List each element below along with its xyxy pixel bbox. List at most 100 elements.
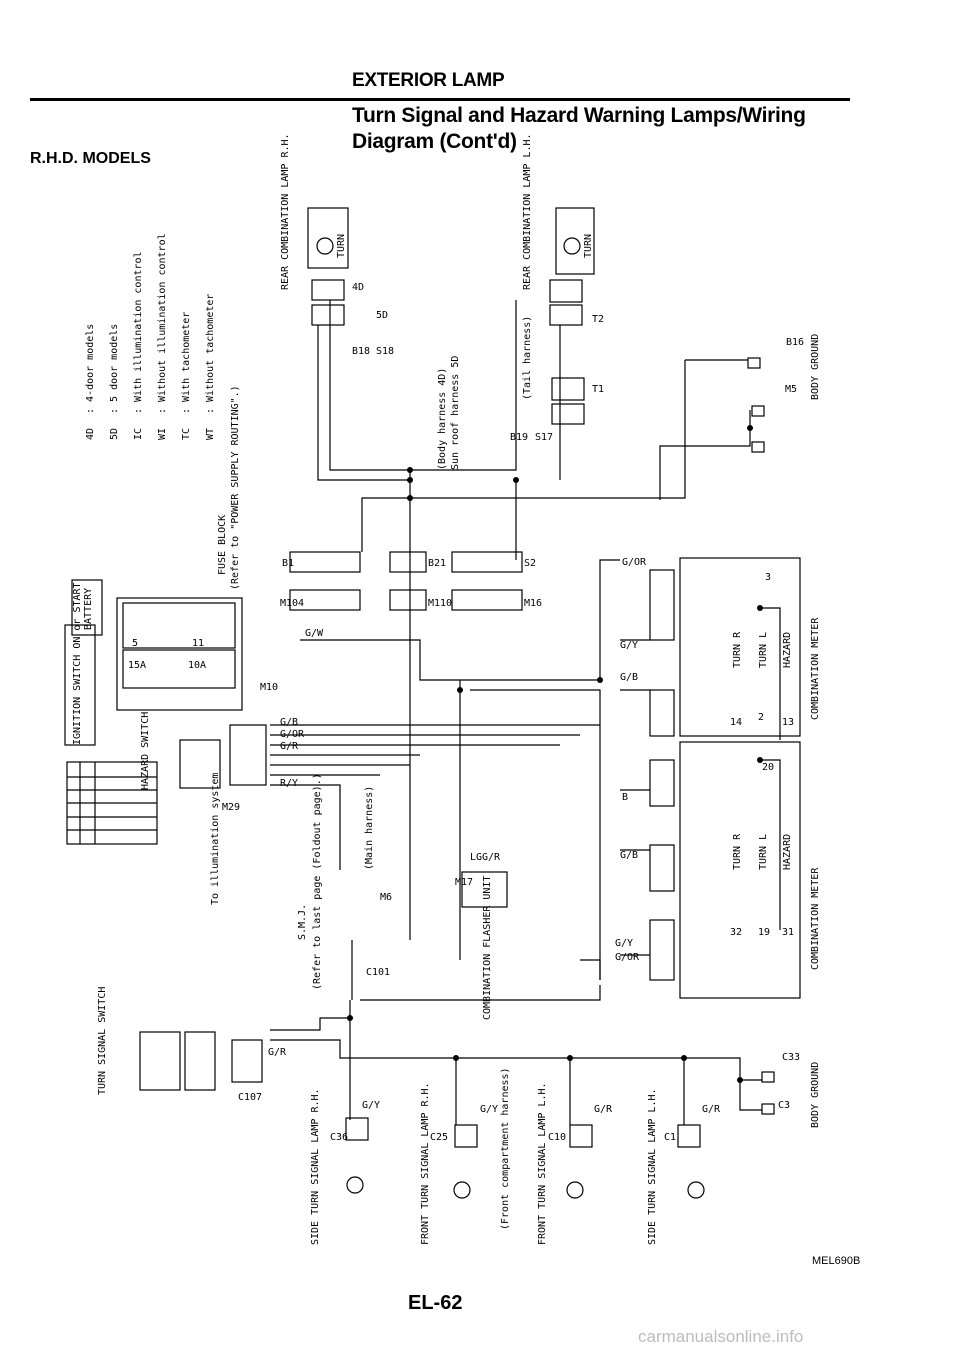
connector-c10: C10 <box>548 1132 566 1143</box>
wire-r-y-hazard: R/Y <box>280 778 298 789</box>
figure-code: MEL690B <box>812 1255 861 1267</box>
rear-lamp-lh-box <box>555 207 595 275</box>
legend: 4D : 4-door models 5D : 5 door models IC… <box>85 233 216 440</box>
legend-text-wt: : Without tachometer <box>205 294 216 414</box>
page-title: Turn Signal and Hazard Warning Lamps/Wir… <box>352 103 806 155</box>
fuse-block <box>116 597 243 711</box>
front-turn-lh-label: FRONT TURN SIGNAL LAMP L.H. <box>537 1082 548 1245</box>
turn-signal-switch-table <box>139 1031 181 1091</box>
meter-ic-hazard: HAZARD <box>782 834 793 870</box>
ignition-label: IGNITION SWITCH ON or START <box>72 582 83 745</box>
legend-code-5d: 5D <box>109 428 120 440</box>
body-harness-label: (Body harness 4D) <box>437 368 448 470</box>
legend-text-tc: : With tachometer <box>181 312 192 414</box>
terminal-ic-20: 20 <box>762 762 774 773</box>
legend-code-tc: TC <box>181 428 192 440</box>
rear-lamp-rh-turn: TURN <box>336 234 347 258</box>
legend-text-wi: : Without illumination control <box>157 233 168 414</box>
flasher-unit-box <box>461 871 508 908</box>
wire-g-r-switch: G/R <box>268 1047 287 1058</box>
connector-s2: S2 <box>524 558 536 569</box>
front-turn-rh-label: FRONT TURN SIGNAL LAMP R.H. <box>420 1082 431 1245</box>
combination-meter-wt-box <box>679 557 801 737</box>
connector-m5: M5 <box>785 384 797 395</box>
watermark: carmanualsonline.info <box>638 1327 804 1346</box>
connector-c3: C3 <box>778 1100 790 1111</box>
side-turn-lh-label: SIDE TURN SIGNAL LAMP L.H. <box>647 1088 658 1245</box>
connector-m10: M10 <box>260 682 278 693</box>
connector-b18: B18 <box>352 346 370 357</box>
wire-b-meter: B <box>622 792 628 803</box>
header-rule <box>30 98 850 101</box>
hazard-switch-label: HAZARD SWITCH <box>140 712 151 790</box>
flasher-label: COMBINATION FLASHER UNIT <box>482 876 493 1021</box>
battery-label: BATTERY <box>83 588 94 630</box>
legend-code-ic: IC <box>133 428 144 440</box>
connector-b1: B1 <box>282 558 294 569</box>
meter-wt-hazard: HAZARD <box>782 632 793 668</box>
connector-4d-rh: 4D <box>352 282 364 293</box>
rear-lamp-rh-label: REAR COMBINATION LAMP R.H. <box>280 133 291 290</box>
legend-text-ic: : With illumination control <box>133 251 144 414</box>
sunroof-label: Sun roof harness 5D <box>450 356 461 470</box>
rear-lamp-lh-bulb <box>563 237 581 255</box>
fuse-num-5: 5 <box>132 638 138 649</box>
page-number: EL-62 <box>408 1292 463 1314</box>
connector-5d-rh: 5D <box>376 310 388 321</box>
body-ground-top: BODY GROUND <box>810 334 821 400</box>
connector-c33: C33 <box>782 1052 800 1063</box>
meter-ic-label: COMBINATION METER <box>810 867 821 970</box>
illumination-label: To illumination system <box>210 773 221 905</box>
rear-lamp-rh-box <box>307 207 349 269</box>
title-line-1: Turn Signal and Hazard Warning Lamps/Wir… <box>352 104 806 127</box>
connector-s17: S17 <box>535 432 553 443</box>
wire-lg-flasher: LG <box>470 852 482 863</box>
terminal-ic-19: 19 <box>758 927 770 938</box>
legend-code-wt: WT <box>205 428 216 440</box>
legend-text-4d: : 4-door models <box>85 324 96 414</box>
connector-b21: B21 <box>428 558 446 569</box>
model-label: R.H.D. MODELS <box>30 150 151 167</box>
fuse-block-ref: (Refer to "POWER SUPPLY ROUTING".) <box>230 385 241 590</box>
rear-lamp-rh-bulb <box>316 237 334 255</box>
connector-m110: M110 <box>428 598 452 609</box>
connector-c1: C1 <box>664 1132 676 1143</box>
terminal-ic-32: 32 <box>730 927 742 938</box>
terminal-wt-2: 2 <box>758 712 764 723</box>
terminal-wt-14: 14 <box>730 717 742 728</box>
turn-signal-switch-label: TURN SIGNAL SWITCH <box>97 987 108 1095</box>
wire-g-y-ic: G/Y <box>615 938 633 949</box>
connector-m104: M104 <box>280 598 304 609</box>
meter-wt-turn-r: TURN R <box>732 631 743 668</box>
legend-code-4d: 4D <box>85 428 96 440</box>
ignition-switch-box <box>64 624 96 746</box>
wire-g-y-front-rh: G/Y <box>480 1104 498 1115</box>
main-harness-label: (Main harness) <box>364 786 375 870</box>
fuse-num-11: 11 <box>192 638 204 649</box>
connector-c101: C101 <box>366 967 390 978</box>
connector-c107: C107 <box>238 1092 262 1103</box>
connector-m17: M17 <box>455 877 473 888</box>
wire-g-r-flasher: G/R <box>482 852 501 863</box>
side-turn-rh-label: SIDE TURN SIGNAL LAMP R.H. <box>310 1088 321 1245</box>
wire-g-or-hazard: G/OR <box>280 729 305 740</box>
wire-g-b-meter: G/B <box>620 672 638 683</box>
section-heading: EXTERIOR LAMP <box>352 70 505 91</box>
fuse-block-label: FUSE BLOCK <box>217 515 228 575</box>
connector-s18: S18 <box>376 346 394 357</box>
legend-code-wi: WI <box>157 428 168 440</box>
wire-g-r-side-lh: G/R <box>702 1104 721 1115</box>
legend-text-5d: : 5 door models <box>109 324 120 414</box>
wire-g-b-hazard: G/B <box>280 717 298 728</box>
wire-g-r-hazard: G/R <box>280 741 299 752</box>
front-compartment-label: (Front compartment harness) <box>500 1067 511 1230</box>
wire-g-r-front-lh: G/R <box>594 1104 613 1115</box>
wire-g-b-ic: G/B <box>620 850 638 861</box>
wire-g-or-ic: G/OR <box>615 952 640 963</box>
rear-lamp-lh-turn: TURN <box>583 234 594 258</box>
terminal-ic-31: 31 <box>782 927 794 938</box>
connector-b19: B19 <box>510 432 528 443</box>
connector-c25: C25 <box>430 1132 448 1143</box>
smj-label: S.M.J. <box>297 904 308 940</box>
